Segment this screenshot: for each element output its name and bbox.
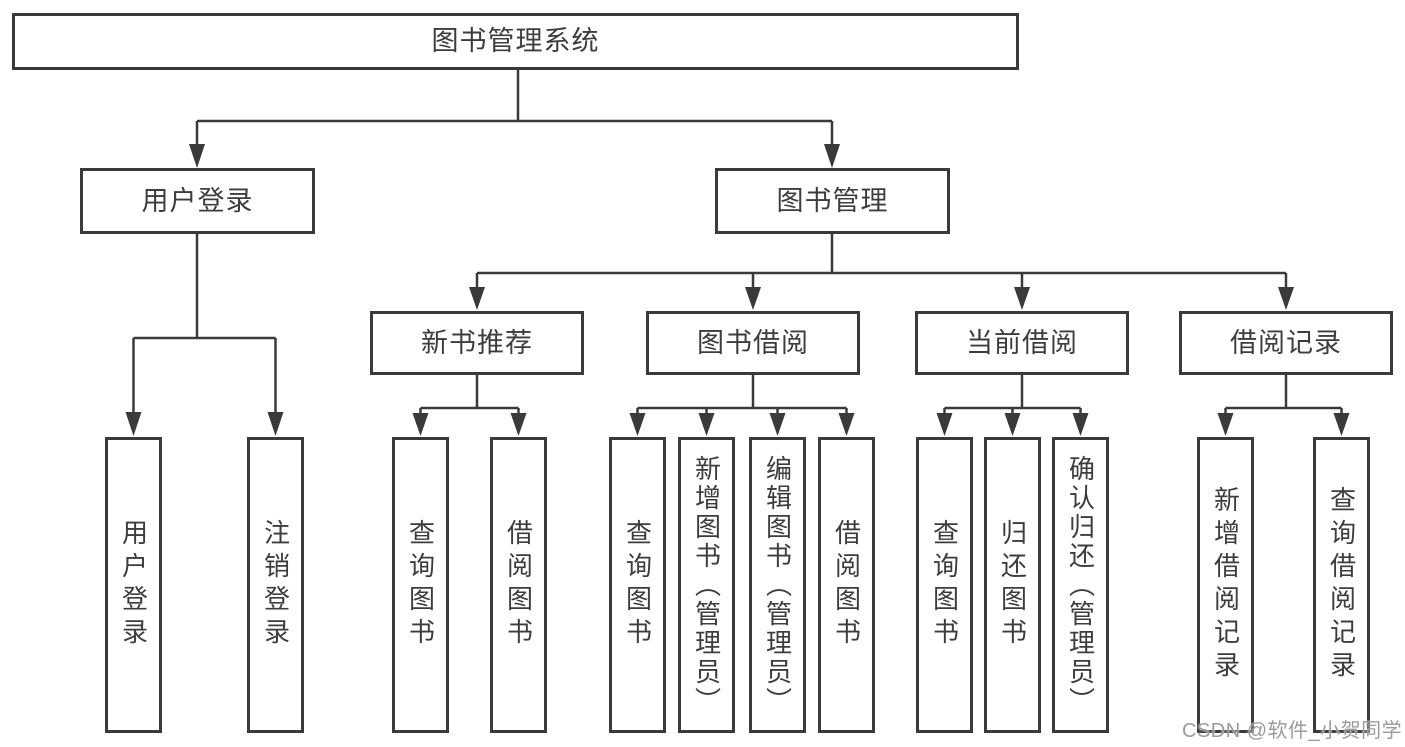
arrow-down-icon — [469, 287, 485, 310]
arrow-down-icon — [1014, 287, 1030, 310]
connector-current-borrow-fork — [936, 375, 1089, 436]
arrow-down-icon — [629, 413, 646, 436]
node-book-borrow: 图书借阅 — [646, 311, 860, 375]
arrow-down-icon — [745, 287, 761, 310]
leaf-edit-book-admin: 编辑图书（管理员） — [749, 437, 806, 733]
node-borrow-records: 借阅记录 — [1179, 311, 1393, 375]
leaf-user-login: 用户登录 — [105, 437, 162, 733]
node-current-borrow: 当前借阅 — [915, 311, 1129, 375]
node-new-book-recommend: 新书推荐 — [370, 311, 584, 375]
arrow-down-icon — [510, 413, 527, 436]
arrow-down-icon — [1278, 287, 1294, 310]
connector-new-book-recommend-fork — [412, 375, 527, 436]
leaf-recommend-borrow-book: 借阅图书 — [490, 437, 547, 733]
leaf-recommend-query-book: 查询图书 — [392, 437, 449, 733]
connector-user-login-fork — [125, 234, 284, 436]
connector-book-borrow-fork — [629, 375, 855, 436]
arrow-down-icon — [1004, 413, 1021, 436]
leaf-current-query-book: 查询图书 — [916, 437, 973, 733]
leaf-logout: 注销登录 — [247, 437, 304, 733]
leaf-add-book-admin: 新增图书（管理员） — [678, 437, 735, 733]
leaf-return-book: 归还图书 — [984, 437, 1041, 733]
arrow-down-icon — [1333, 413, 1350, 436]
arrow-down-icon — [412, 413, 429, 436]
leaf-query-borrow-record: 查询借阅记录 — [1313, 437, 1370, 733]
arrow-down-icon — [769, 413, 786, 436]
arrow-down-icon — [936, 413, 953, 436]
leaf-confirm-return-admin: 确认归还（管理员） — [1052, 437, 1109, 733]
arrow-down-icon — [1072, 413, 1089, 436]
connector-borrow-records-fork — [1217, 375, 1350, 436]
watermark: CSDN @软件_小贺同学 — [1182, 720, 1403, 742]
arrow-down-icon — [698, 413, 715, 436]
arrow-down-icon — [838, 413, 855, 436]
leaf-add-borrow-record: 新增借阅记录 — [1197, 437, 1254, 733]
connector-root-fork — [189, 70, 840, 168]
arrow-down-icon — [824, 144, 840, 168]
arrow-down-icon — [1217, 413, 1234, 436]
leaf-borrow-query-book: 查询图书 — [609, 437, 666, 733]
leaf-borrow-book: 借阅图书 — [818, 437, 875, 733]
node-book-management: 图书管理 — [715, 168, 950, 234]
arrow-down-icon — [267, 412, 284, 436]
node-system-root: 图书管理系统 — [12, 13, 1019, 70]
node-user-login: 用户登录 — [80, 168, 315, 234]
arrow-down-icon — [125, 412, 142, 436]
arrow-down-icon — [189, 144, 205, 168]
connector-book-management-fork — [469, 234, 1294, 310]
